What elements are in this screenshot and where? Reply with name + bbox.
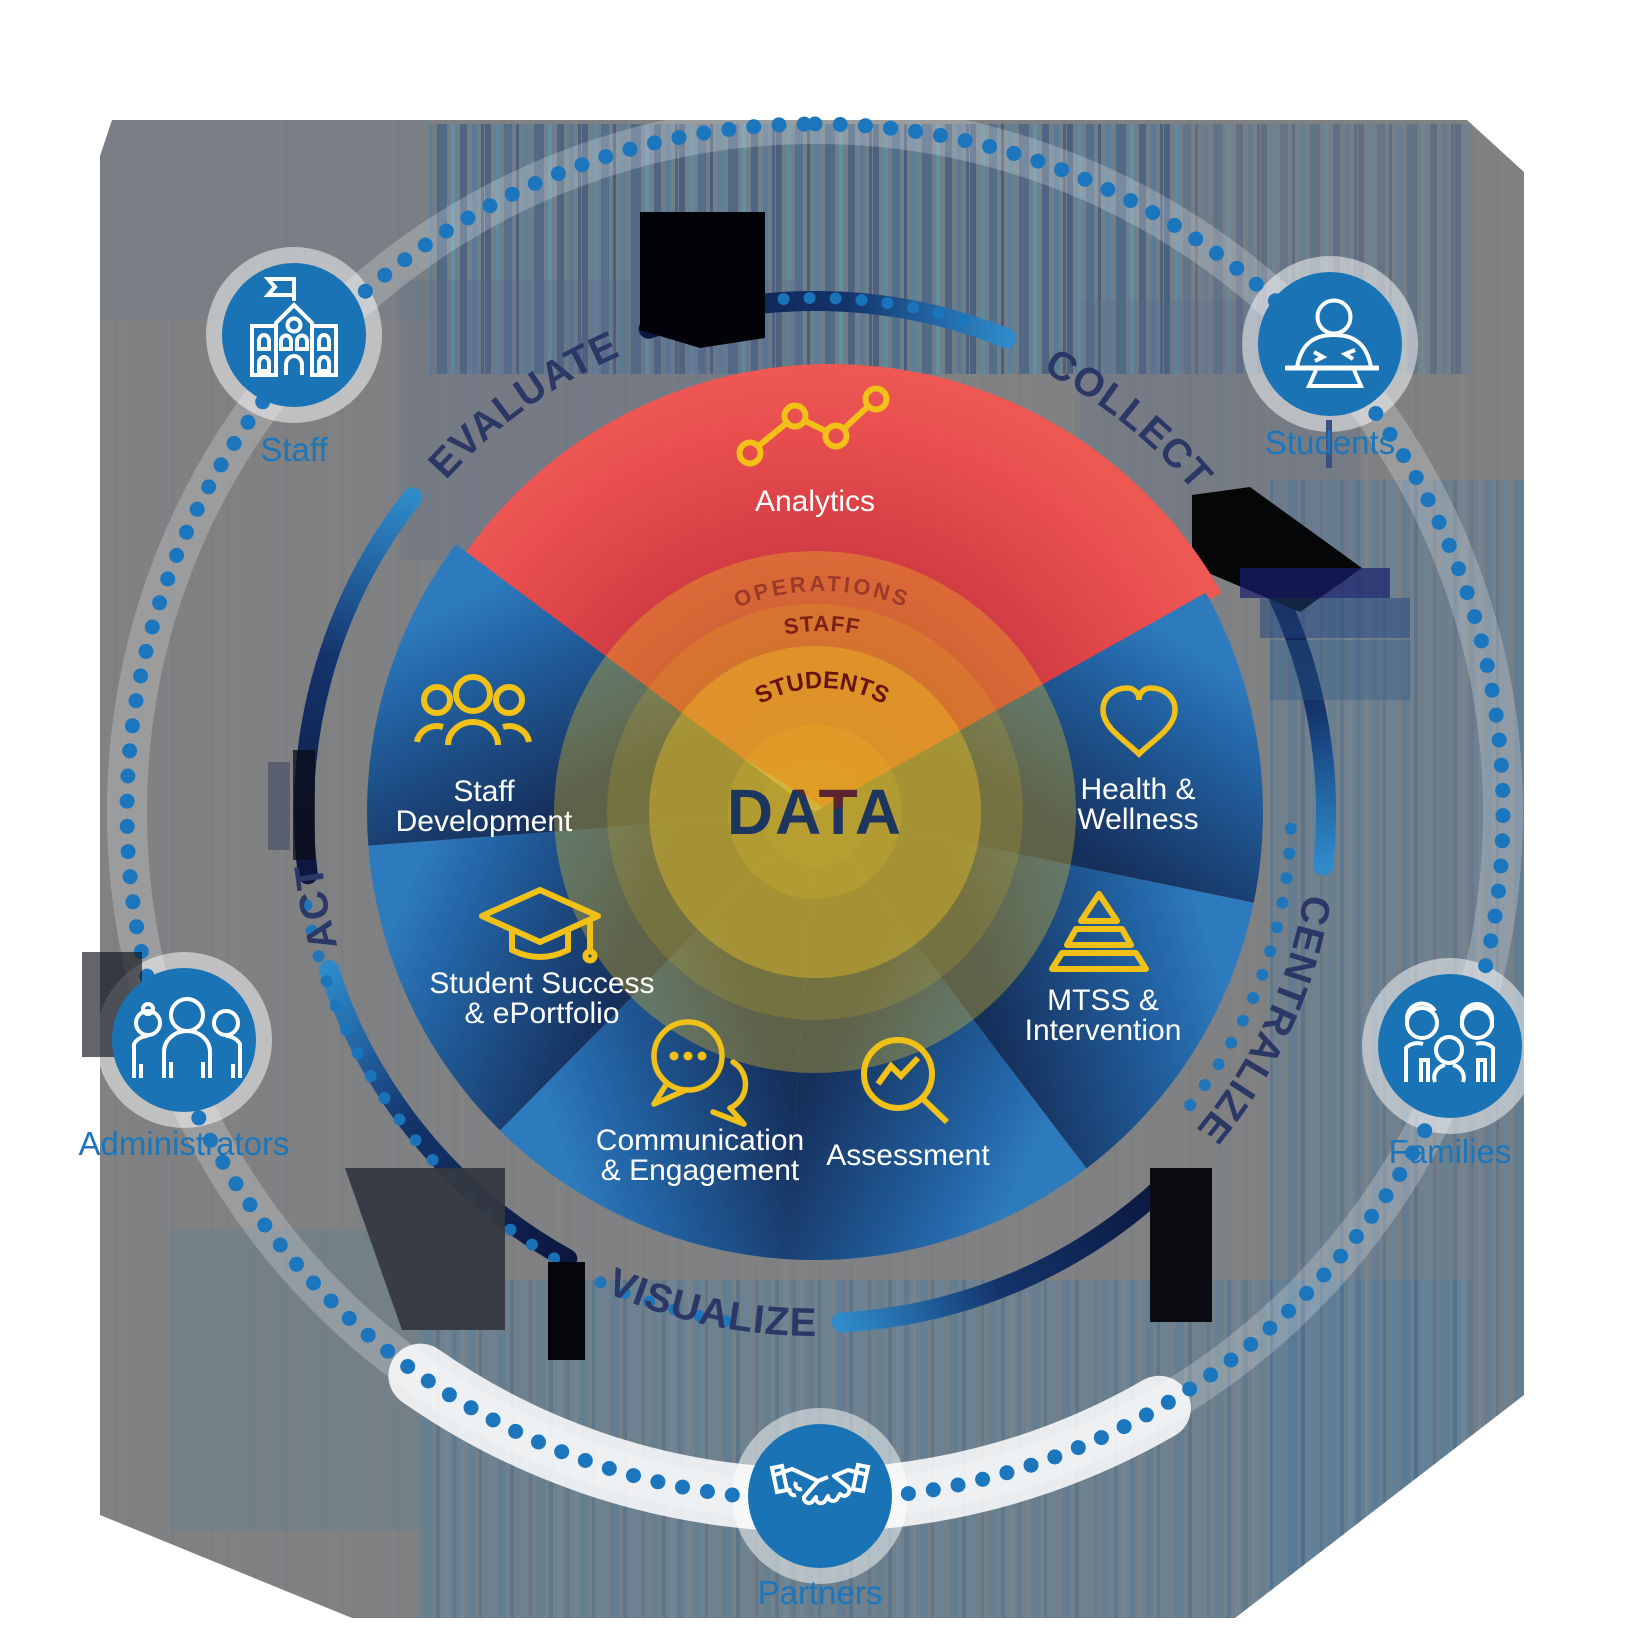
svg-text:Assessment: Assessment (826, 1139, 990, 1172)
svg-text:MTSS &: MTSS & (1047, 984, 1159, 1017)
svg-text:Wellness: Wellness (1077, 803, 1198, 836)
svg-text:DATA: DATA (727, 776, 903, 848)
svg-text:Communication: Communication (596, 1124, 804, 1157)
svg-text:Staff: Staff (453, 775, 515, 808)
svg-text:Partners: Partners (758, 1574, 883, 1611)
svg-text:& Engagement: & Engagement (601, 1154, 800, 1187)
svg-text:Student Success: Student Success (429, 967, 654, 1000)
svg-text:Analytics: Analytics (755, 485, 875, 518)
svg-text:Administrators: Administrators (79, 1125, 290, 1162)
svg-text:Staff: Staff (260, 431, 328, 468)
svg-text:Students: Students (1265, 424, 1395, 461)
svg-text:& ePortfolio: & ePortfolio (464, 997, 619, 1030)
svg-text:STAFF: STAFF (782, 611, 862, 640)
svg-text:Families: Families (1389, 1133, 1512, 1170)
svg-text:Health &: Health & (1080, 773, 1195, 806)
svg-text:Development: Development (396, 805, 573, 838)
svg-text:Intervention: Intervention (1025, 1014, 1182, 1047)
